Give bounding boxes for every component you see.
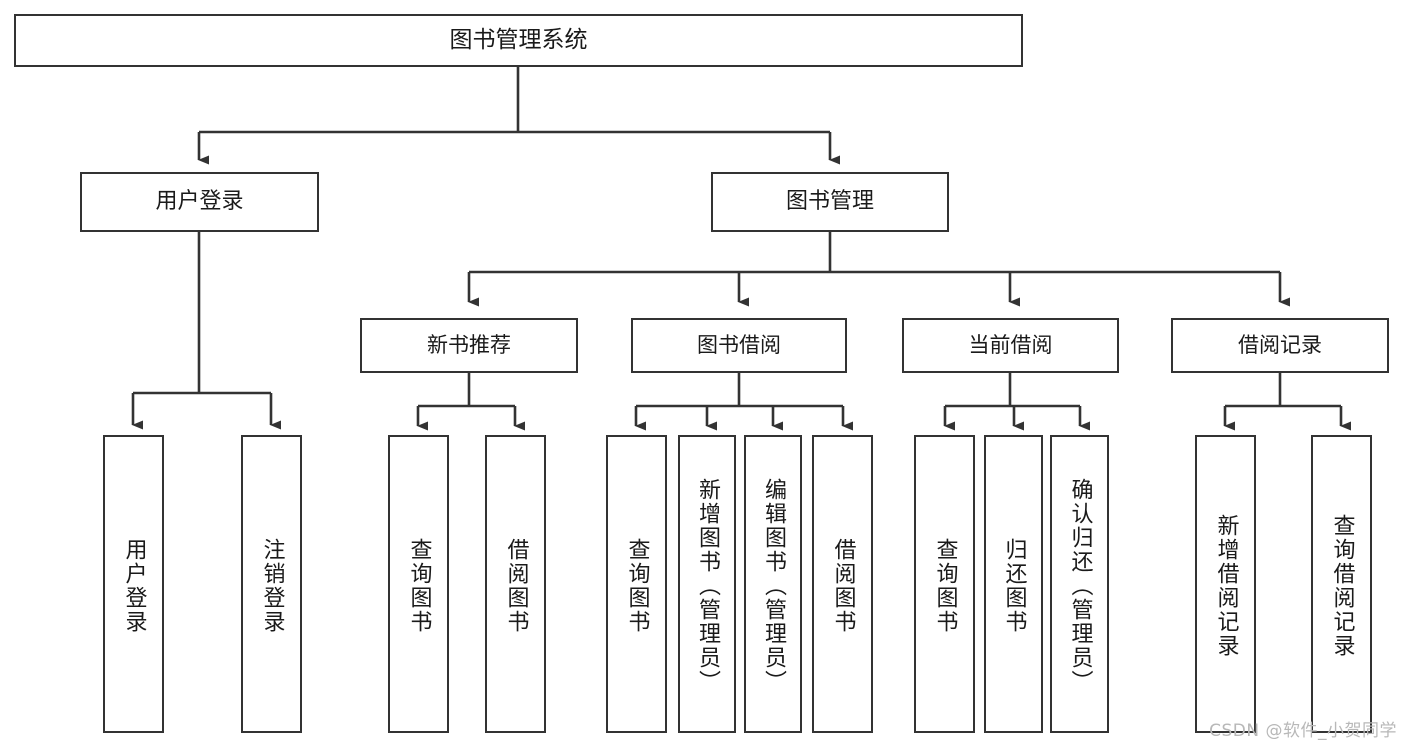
node-label: 借阅图书 [830, 538, 856, 634]
node-label: 查询图书 [624, 538, 650, 634]
node-book-management[interactable]: 图书管理 [711, 172, 949, 232]
node-label: 注销登录 [259, 538, 285, 634]
leaf-borrow-add-book-admin[interactable]: 新增图书（管理员） [678, 435, 736, 733]
node-label: 图书管理 [785, 189, 874, 215]
node-label: 查询图书 [406, 538, 432, 634]
leaf-recommend-borrow-book[interactable]: 借阅图书 [485, 435, 546, 733]
node-label: 确认归还（管理员） [1067, 478, 1093, 694]
leaf-recommend-query-book[interactable]: 查询图书 [388, 435, 449, 733]
node-book-borrow[interactable]: 图书借阅 [631, 318, 847, 373]
node-label: 归还图书 [1001, 538, 1027, 634]
leaf-record-query-borrow-record[interactable]: 查询借阅记录 [1311, 435, 1372, 733]
watermark-text: CSDN @软件_小贺同学 [1209, 721, 1397, 741]
node-label: 用户登录 [121, 538, 147, 634]
leaf-current-confirm-return-admin[interactable]: 确认归还（管理员） [1050, 435, 1109, 733]
node-label: 查询借阅记录 [1329, 514, 1355, 658]
node-label: 新书推荐 [427, 333, 511, 358]
node-label: 用户登录 [155, 189, 244, 215]
node-label: 借阅图书 [503, 538, 529, 634]
leaf-current-return-book[interactable]: 归还图书 [984, 435, 1043, 733]
node-current-borrow[interactable]: 当前借阅 [902, 318, 1119, 373]
node-label: 新增借阅记录 [1213, 514, 1239, 658]
leaf-borrow-query-book[interactable]: 查询图书 [606, 435, 667, 733]
leaf-user-login-signin[interactable]: 用户登录 [103, 435, 164, 733]
node-label: 编辑图书（管理员） [761, 478, 786, 694]
leaf-borrow-borrow-book[interactable]: 借阅图书 [812, 435, 873, 733]
node-user-login[interactable]: 用户登录 [80, 172, 319, 232]
leaf-user-login-signout[interactable]: 注销登录 [241, 435, 302, 733]
node-new-book-recommend[interactable]: 新书推荐 [360, 318, 578, 373]
leaf-record-add-borrow-record[interactable]: 新增借阅记录 [1195, 435, 1256, 733]
leaf-borrow-edit-book-admin[interactable]: 编辑图书（管理员） [744, 435, 802, 733]
node-label: 新增图书（管理员） [695, 478, 720, 694]
node-borrow-record[interactable]: 借阅记录 [1171, 318, 1389, 373]
node-label: 当前借阅 [968, 333, 1053, 358]
node-root-book-management-system[interactable]: 图书管理系统 [14, 14, 1023, 67]
node-label: 图书借阅 [697, 333, 781, 358]
leaf-current-query-book[interactable]: 查询图书 [914, 435, 975, 733]
node-label: 查询图书 [932, 538, 958, 634]
node-label: 图书管理系统 [449, 26, 588, 53]
node-label: 借阅记录 [1238, 333, 1322, 358]
